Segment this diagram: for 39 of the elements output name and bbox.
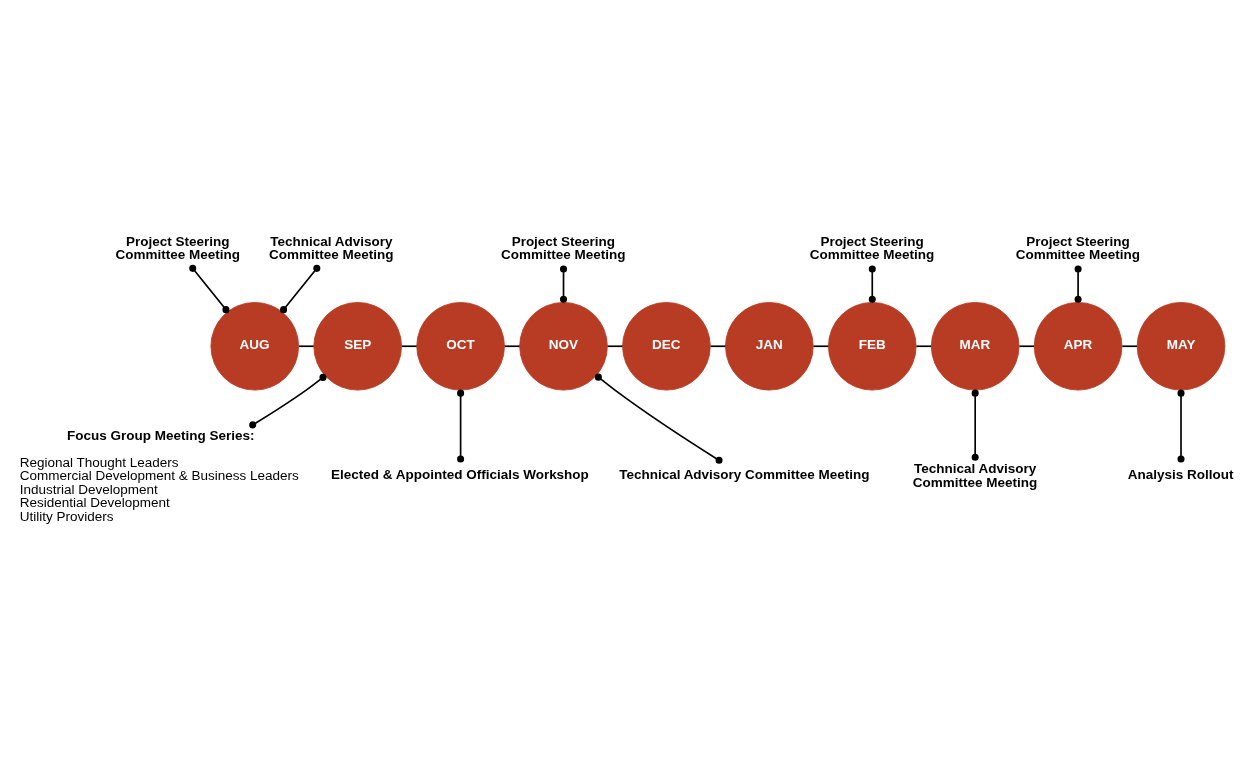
- connector: [1018, 344, 1035, 347]
- connector: [298, 344, 315, 347]
- node-text: Elected & Appointed Officials Workshop: [331, 466, 589, 482]
- node-text: Project Steering Committee Meeting: [501, 233, 626, 262]
- node-text: Technical Advisory Committee Meeting: [269, 233, 394, 262]
- connector: [280, 264, 321, 313]
- connector: [457, 389, 465, 463]
- node-circle: FEB: [828, 301, 917, 391]
- node-circle: NOV: [519, 301, 608, 391]
- node-text: Project Steering Committee Meeting: [809, 233, 935, 262]
- node-circle: MAR: [930, 301, 1020, 391]
- node-circle: OCT: [416, 301, 505, 391]
- connector: [189, 264, 230, 313]
- connector: [594, 373, 723, 464]
- node-circle: APR: [1033, 301, 1123, 391]
- node-text: Focus Group Meeting Series: Regional Thought Leaders Commercial Development & Business Leaders Industrial Development Residential Development Utility Providers: [19, 427, 299, 524]
- connector: [971, 389, 979, 461]
- node-text: Analysis Rollout: [1127, 466, 1234, 482]
- connector: [1074, 264, 1082, 303]
- node-text: Project Steering Committee Meeting: [1015, 233, 1141, 262]
- connector: [401, 344, 418, 347]
- node-circle: DEC: [622, 301, 711, 391]
- node-circle: JAN: [725, 301, 814, 391]
- node-circle: MAY: [1136, 301, 1226, 391]
- connector: [1121, 344, 1138, 347]
- connector: [709, 344, 727, 347]
- node-text: Project Steering Committee Meeting: [115, 233, 240, 262]
- node-text: Technical Advisory Committee Meeting: [912, 460, 1038, 490]
- connector: [868, 264, 876, 303]
- connector: [503, 344, 521, 347]
- node-text: Technical Advisory Committee Meeting: [619, 466, 870, 482]
- node-circle: SEP: [313, 301, 402, 391]
- connector: [606, 344, 624, 347]
- connector: [1177, 389, 1185, 463]
- connector: [915, 344, 932, 347]
- node-circle: AUG: [210, 301, 300, 391]
- connector: [249, 373, 327, 428]
- connector: [812, 344, 830, 347]
- connector: [559, 264, 568, 303]
